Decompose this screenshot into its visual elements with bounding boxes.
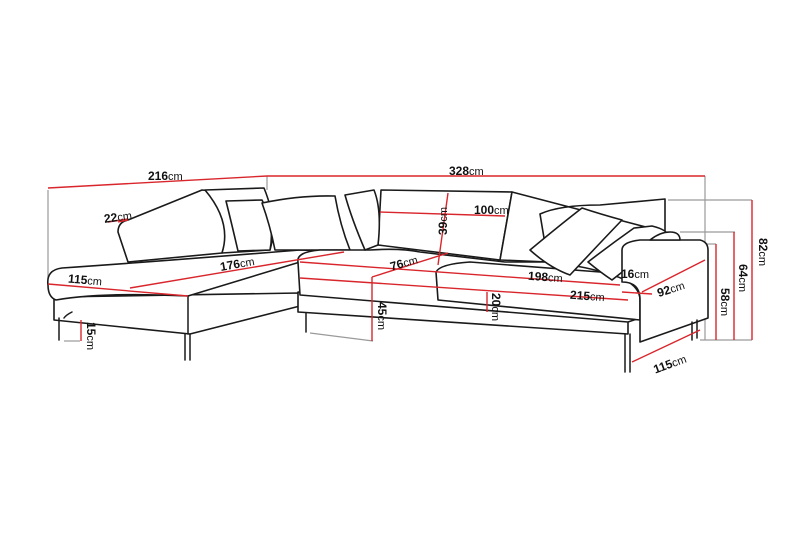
label-seat-height: 45cm bbox=[375, 302, 389, 331]
label-backrest-height: 39cm bbox=[436, 206, 450, 235]
label-armrest-height: 58cm bbox=[718, 288, 732, 317]
label-chaise-total-length: 216cm bbox=[148, 169, 183, 183]
chaise-section bbox=[46, 187, 351, 361]
label-leg-height: 15cm bbox=[84, 322, 98, 351]
label-back-height-mid: 64cm bbox=[736, 264, 750, 293]
label-total-width: 328cm bbox=[449, 164, 484, 178]
label-seat-cushion-thickness: 20cm bbox=[489, 293, 503, 322]
label-seat-width: 198cm bbox=[527, 268, 564, 286]
label-main-body-length: 215cm bbox=[569, 287, 606, 305]
dimension-lines bbox=[47, 175, 753, 363]
label-back-cushion-width: 100cm bbox=[474, 203, 509, 217]
label-total-height: 82cm bbox=[756, 238, 770, 267]
main-body-section bbox=[297, 189, 709, 373]
label-armrest-width: 16cm bbox=[621, 267, 650, 281]
